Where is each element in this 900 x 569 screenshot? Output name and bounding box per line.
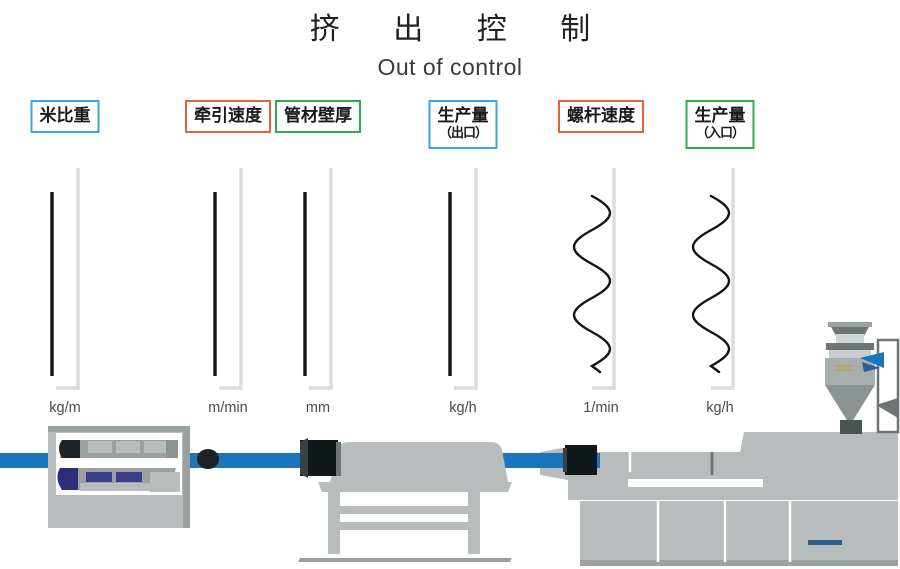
gauge-label-output-exit[interactable]: 生产量（出口）: [428, 100, 498, 149]
extruder-base: [580, 498, 898, 566]
gauge-meter-weight: 米比重 kg/m: [0, 0, 130, 430]
gauge-screw-speed: 螺杆速度 1/min: [536, 0, 666, 430]
extrusion-line-diagram: [0, 300, 900, 569]
gauge-label-text: 米比重: [39, 106, 91, 126]
gauge-unit-output-inlet: kg/h: [706, 400, 734, 416]
gauge-pipe-wall-thickness: 管材壁厚 mm: [253, 0, 383, 430]
title-chinese: 挤 出 控 制: [309, 12, 613, 47]
gauge-output-inlet: 生产量（入口） kg/h: [655, 0, 785, 430]
gauge-plot-pipe-wall-thickness: [253, 168, 383, 396]
gauge-unit-screw-speed: 1/min: [583, 400, 619, 416]
extruder-barrel: [540, 432, 898, 500]
gauge-unit-meter-weight: kg/m: [49, 400, 81, 416]
gauge-label-text: 螺杆速度: [567, 106, 635, 126]
roller-bead: [197, 449, 219, 469]
gauge-plot-output-inlet: [655, 168, 785, 396]
gauge-label-text: 生产量: [694, 106, 746, 126]
gauge-haul-off-speed: 牵引速度 m/min: [163, 0, 293, 430]
gauge-label-pipe-wall-thickness[interactable]: 管材壁厚: [275, 100, 361, 133]
gauge-label-text: 管材壁厚: [284, 106, 352, 126]
gauge-unit-pipe-wall-thickness: mm: [305, 400, 331, 416]
gauge-label-screw-speed[interactable]: 螺杆速度: [558, 100, 644, 133]
gauge-label-text: 牵引速度: [194, 106, 262, 126]
hopper-cyclone: [825, 322, 900, 434]
gauge-plot-haul-off-speed: [163, 168, 293, 396]
gauge-sublabel-text: （出口）: [438, 126, 488, 141]
gauge-unit-output-exit: kg/h: [449, 400, 477, 416]
gauge-plot-screw-speed: [536, 168, 666, 396]
title-english: Out of control: [377, 54, 523, 80]
gauge-label-haul-off-speed[interactable]: 牵引速度: [185, 100, 271, 133]
vacuum-cooling-tank: [298, 438, 512, 562]
haul-off-unit: [48, 426, 190, 528]
gauge-unit-haul-off-speed: m/min: [208, 400, 248, 416]
die-connector: [563, 445, 597, 475]
gauge-label-output-inlet[interactable]: 生产量（入口）: [685, 100, 755, 149]
gauge-plot-output-exit: [398, 168, 528, 396]
gauge-output-exit: 生产量（出口） kg/h: [398, 0, 528, 430]
gauge-label-meter-weight[interactable]: 米比重: [30, 100, 100, 133]
gauge-label-text: 生产量: [437, 106, 489, 126]
page-title: 挤 出 控 制 Out of control: [0, 8, 900, 82]
gauge-sublabel-text: （入口）: [695, 126, 745, 141]
gauge-plot-meter-weight: [0, 168, 130, 396]
